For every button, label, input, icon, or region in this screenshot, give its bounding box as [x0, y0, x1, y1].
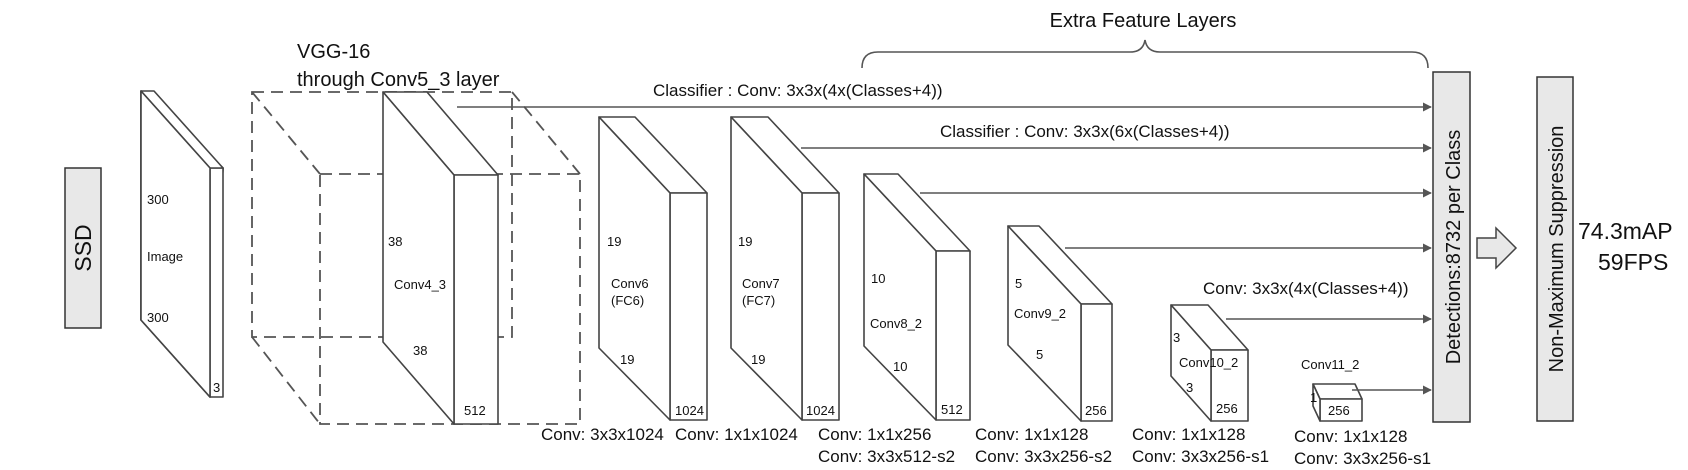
nms-box: Non-Maximum Suppression — [1536, 76, 1574, 422]
caption-conv8-b: Conv: 3x3x512-s2 — [818, 447, 955, 466]
conv6-width-label: 19 — [620, 352, 634, 367]
conv8-2-depth-label: 512 — [941, 402, 963, 417]
classifier-conv4-3-label: Classifier : Conv: 3x3x(4x(Classes+4)) — [653, 81, 943, 100]
conv6-block: 19 Conv6 (FC6) 19 1024 — [598, 116, 708, 421]
caption-conv10-b: Conv: 3x3x256-s1 — [1132, 447, 1269, 466]
conv8-2-height-label: 10 — [871, 271, 885, 286]
conv10-2-block: 3 Conv10_2 3 256 — [1170, 304, 1249, 422]
conv4-3-width-label: 38 — [413, 343, 427, 358]
classifier-conv10-label: Conv: 3x3x(4x(Classes+4)) — [1203, 279, 1409, 298]
caption-conv11-b: Conv: 3x3x256-s1 — [1294, 449, 1431, 468]
conv9-2-width-label: 5 — [1036, 347, 1043, 362]
classifier-arrows — [457, 102, 1432, 395]
conv7-height-label: 19 — [738, 234, 752, 249]
conv7-name-label: Conv7 — [742, 276, 780, 291]
conv9-2-depth-label: 256 — [1085, 403, 1107, 418]
vgg-title-line2: through Conv5_3 layer — [297, 69, 500, 91]
conv7-block: 19 Conv7 (FC7) 19 1024 — [730, 116, 840, 421]
conv4-3-name-label: Conv4_3 — [394, 277, 446, 292]
conv7-width-label: 19 — [751, 352, 765, 367]
caption-conv9-b: Conv: 3x3x256-s2 — [975, 447, 1112, 466]
conv6-subname-label: (FC6) — [611, 293, 644, 308]
ssd-label-box: SSD — [64, 167, 102, 329]
conv8-2-block: 10 Conv8_2 10 512 — [863, 173, 971, 421]
image-width-label: 300 — [147, 310, 169, 325]
conv9-2-name-label: Conv9_2 — [1014, 306, 1066, 321]
map-result: 74.3mAP — [1578, 218, 1673, 244]
conv9-2-block: 5 Conv9_2 5 256 — [1007, 225, 1113, 422]
conv4-3-depth-label: 512 — [464, 403, 486, 418]
conv10-2-width-label: 3 — [1186, 380, 1193, 395]
conv8-2-width-label: 10 — [893, 359, 907, 374]
conv10-2-name-label: Conv10_2 — [1179, 355, 1238, 370]
caption-conv7: Conv: 1x1x1024 — [675, 425, 798, 444]
detections-box: Detections:8732 per Class — [1432, 71, 1471, 423]
conv7-depth-label: 1024 — [806, 403, 835, 418]
conv11-2-block: Conv11_2 1 256 — [1301, 357, 1363, 422]
conv11-2-size-label: 1 — [1310, 390, 1317, 405]
conv8-2-name-label: Conv8_2 — [870, 316, 922, 331]
conv11-2-name-label: Conv11_2 — [1301, 357, 1359, 372]
fps-result: 59FPS — [1598, 249, 1668, 275]
conv6-height-label: 19 — [607, 234, 621, 249]
ssd-label: SSD — [70, 224, 96, 271]
vgg-title-line1: VGG-16 — [297, 41, 370, 63]
conv6-name-label: Conv6 — [611, 276, 649, 291]
caption-conv9-a: Conv: 1x1x128 — [975, 425, 1088, 444]
caption-conv6: Conv: 3x3x1024 — [541, 425, 664, 444]
conv11-2-depth-label: 256 — [1328, 403, 1350, 418]
caption-conv11-a: Conv: 1x1x128 — [1294, 427, 1407, 446]
conv10-2-height-label: 3 — [1173, 330, 1180, 345]
image-depth-label: 3 — [213, 380, 220, 395]
conv4-3-height-label: 38 — [388, 234, 402, 249]
image-name-label: Image — [147, 249, 183, 264]
conv9-2-height-label: 5 — [1015, 276, 1022, 291]
classifier-conv7-label: Classifier : Conv: 3x3x(6x(Classes+4)) — [940, 122, 1230, 141]
conv7-subname-label: (FC7) — [742, 293, 775, 308]
conv4-3-block: 38 Conv4_3 38 512 — [382, 91, 499, 425]
detections-label: Detections:8732 per Class — [1443, 130, 1465, 365]
image-block: 300 Image 300 3 — [140, 90, 224, 398]
conv-captions: Conv: 3x3x1024 Conv: 1x1x1024 Conv: 1x1x… — [541, 425, 1431, 468]
caption-conv10-a: Conv: 1x1x128 — [1132, 425, 1245, 444]
block-arrow — [1476, 226, 1518, 270]
conv6-depth-label: 1024 — [675, 403, 704, 418]
nms-label: Non-Maximum Suppression — [1546, 126, 1568, 373]
conv10-2-depth-label: 256 — [1216, 401, 1238, 416]
caption-conv8-a: Conv: 1x1x256 — [818, 425, 931, 444]
extra-feature-layers-label: Extra Feature Layers — [1050, 10, 1237, 32]
vgg-dashed-box — [251, 91, 581, 425]
extra-feature-layers-brace — [861, 39, 1429, 69]
image-height-label: 300 — [147, 192, 169, 207]
